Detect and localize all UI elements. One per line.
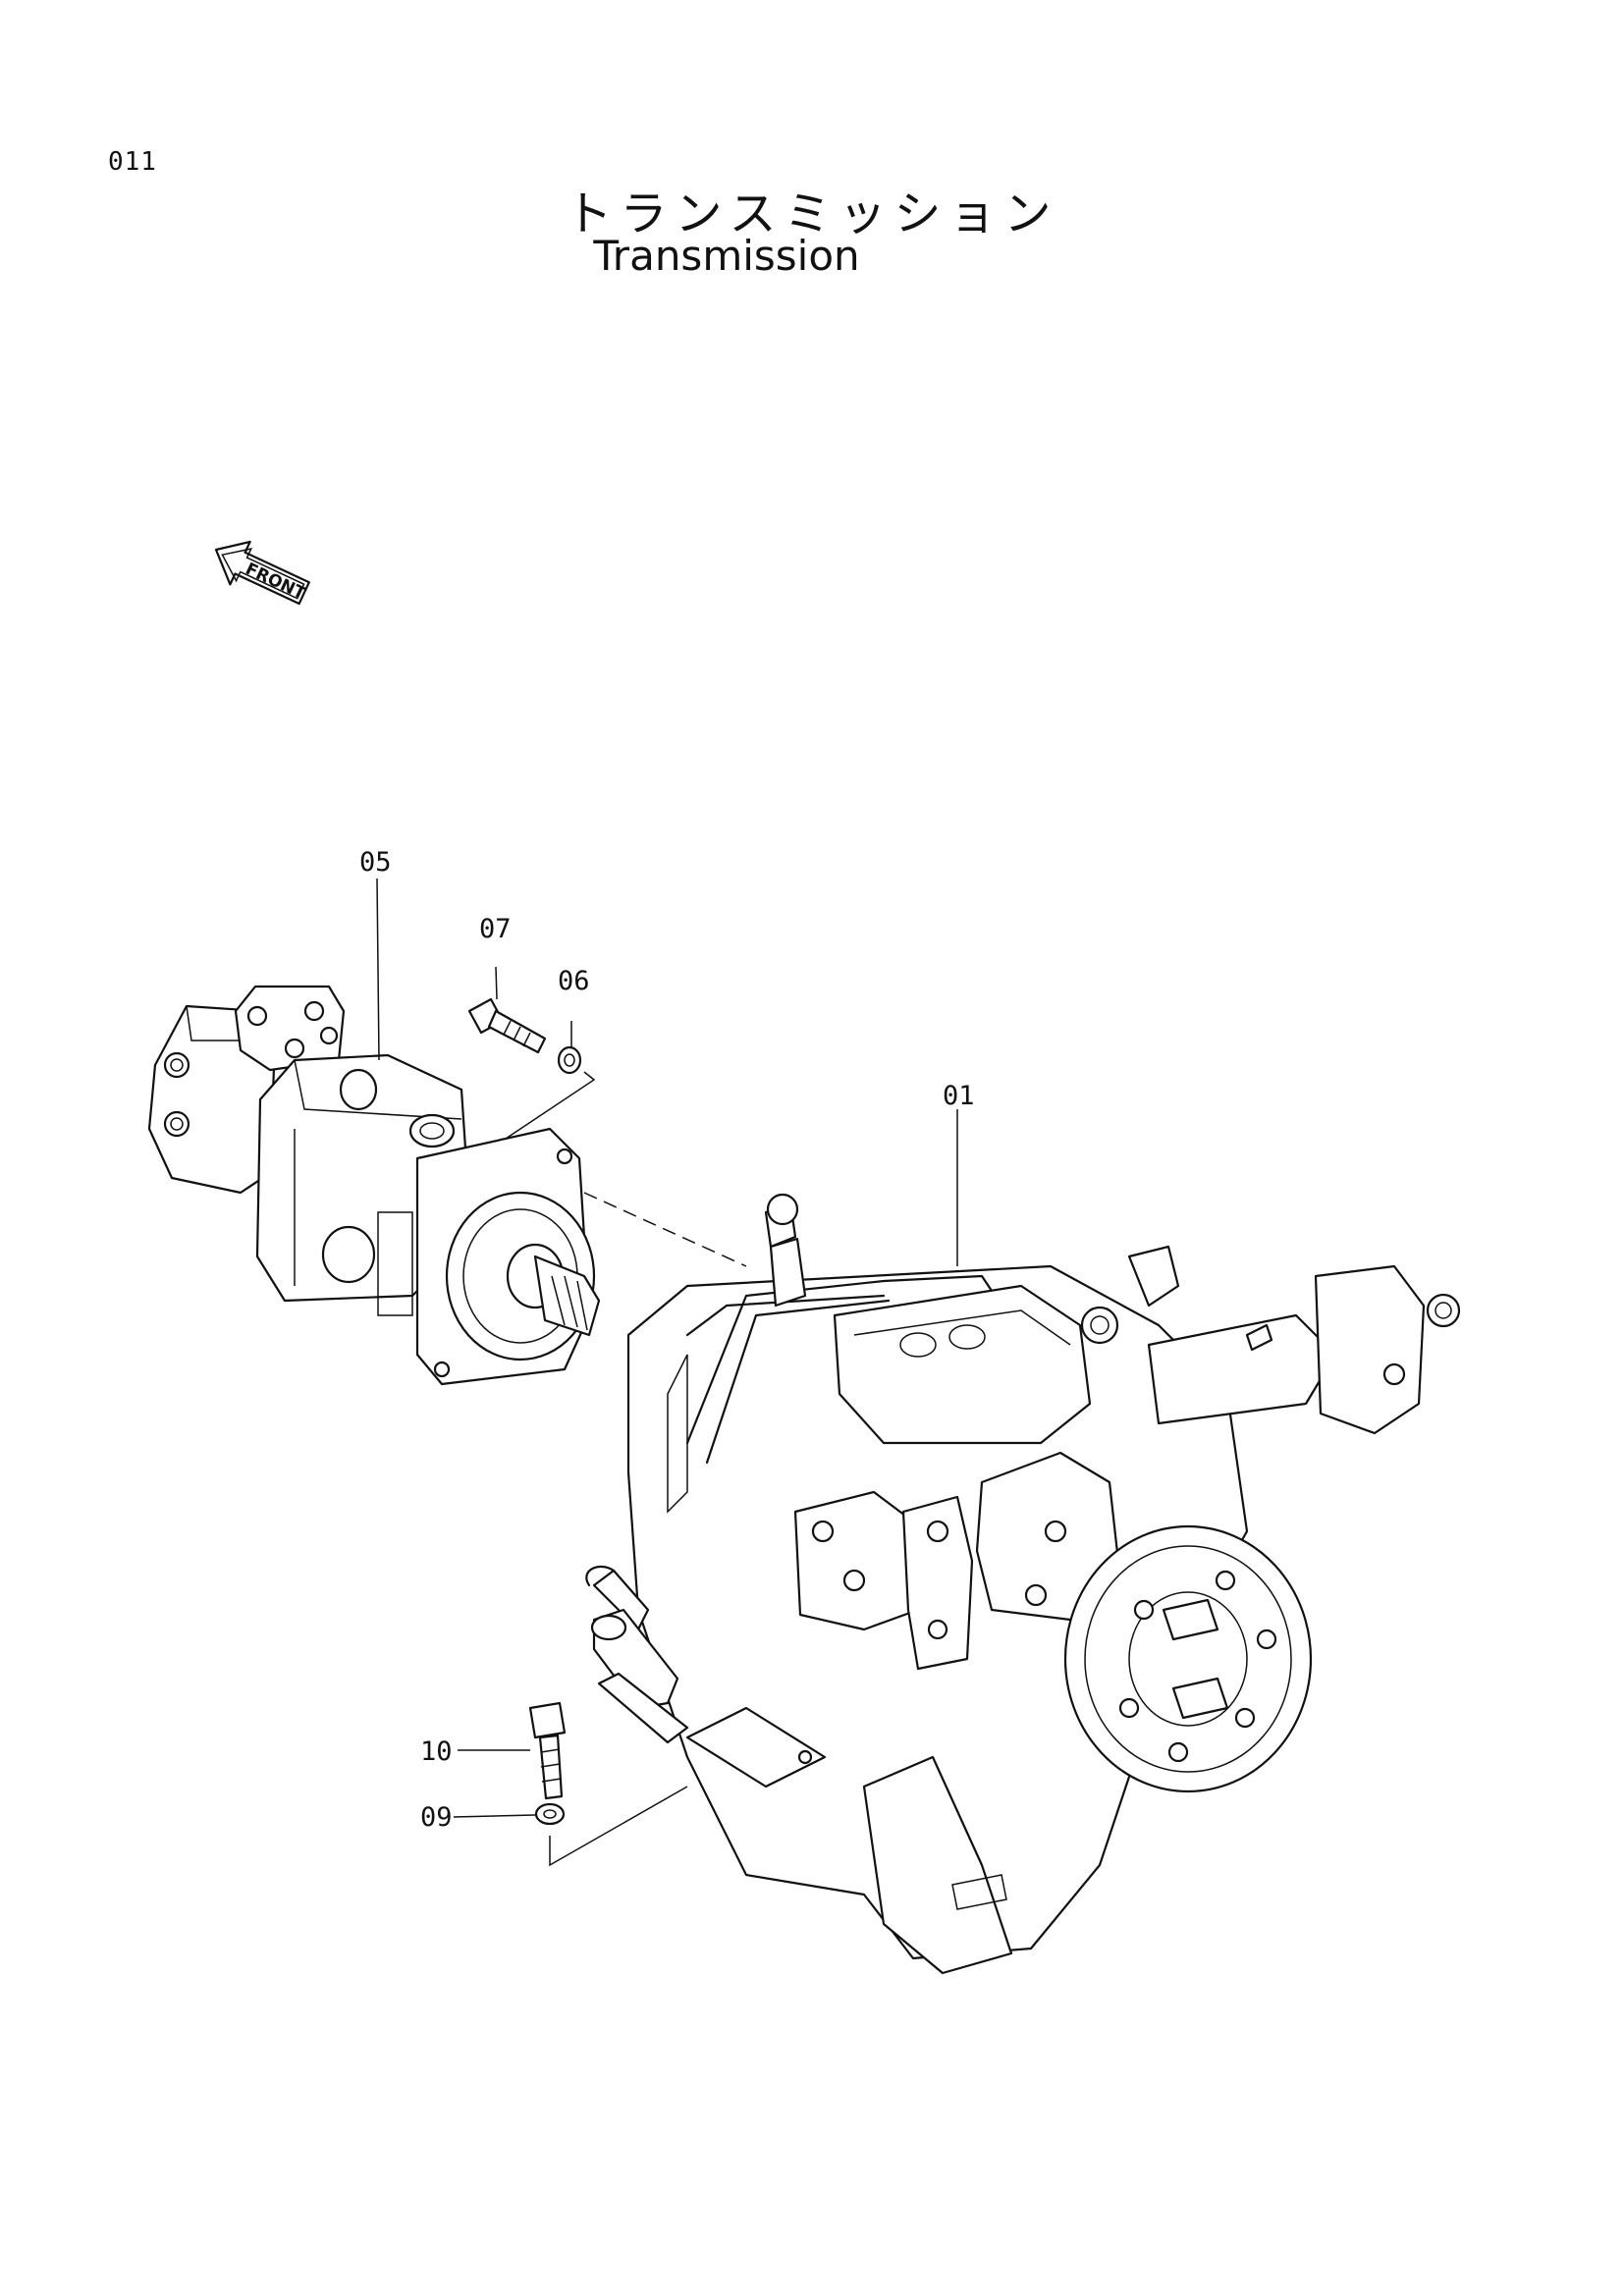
callout-label-09: 09 — [420, 1802, 453, 1833]
transmission-assembly-part-01 — [585, 1109, 1461, 1975]
washer-part-06 — [505, 1021, 596, 1140]
bolt-part-07 — [467, 966, 547, 1054]
front-arrow-icon: FRONT — [214, 540, 310, 606]
page-title-english: Transmission — [593, 232, 860, 280]
page-number: 011 — [108, 147, 157, 177]
callout-label-06: 06 — [558, 966, 590, 996]
bolt-part-10 — [458, 1701, 567, 1800]
callout-label-07: 07 — [479, 914, 512, 944]
washer-part-09 — [453, 1786, 688, 1867]
page-title-japanese: トランスミッション — [565, 187, 1059, 241]
callout-label-01: 01 — [943, 1081, 975, 1111]
callout-label-05: 05 — [359, 847, 392, 878]
callout-label-10: 10 — [420, 1736, 453, 1767]
hydraulic-motor-part-05 — [147, 878, 601, 1386]
